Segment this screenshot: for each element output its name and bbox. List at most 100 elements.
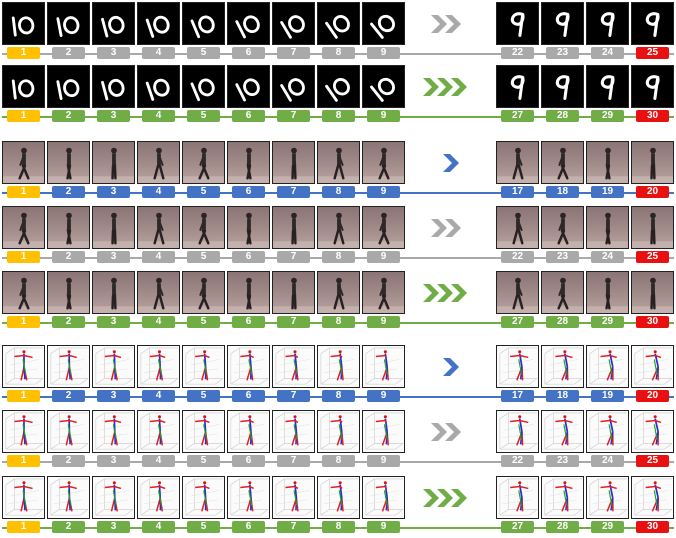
- input-frame-index-badge: 6: [232, 455, 265, 467]
- output-frame-index-badge: 28: [546, 110, 579, 122]
- input-frame-index-badge: 1: [7, 316, 40, 328]
- input-frame-index-badge: 9: [367, 251, 400, 263]
- input-frame: [227, 410, 270, 453]
- input-frame: [92, 476, 135, 519]
- input-frame-index-badge: 8: [322, 251, 355, 263]
- input-frame-index-badge: 5: [187, 521, 220, 533]
- input-frame-index-badge: 1: [7, 521, 40, 533]
- input-frame-index-badge: 7: [277, 390, 310, 402]
- input-frame: [272, 2, 315, 45]
- input-frame-index-badge: 4: [142, 316, 175, 328]
- input-frame: [47, 410, 90, 453]
- input-frame: [47, 2, 90, 45]
- input-frame-index-badge: 4: [142, 251, 175, 263]
- input-frame: [2, 2, 45, 45]
- triple-chevron-icon: [423, 476, 469, 520]
- input-frame: [317, 141, 360, 184]
- input-frame-index-badge: 4: [142, 390, 175, 402]
- predicted-frame: [496, 410, 539, 453]
- input-frame-index-badge: 1: [7, 390, 40, 402]
- predicted-frame: [586, 141, 629, 184]
- output-frame-index-badge: 28: [546, 316, 579, 328]
- input-frame: [137, 271, 180, 314]
- predicted-frame: [631, 141, 674, 184]
- input-frame-index-badge: 3: [97, 521, 130, 533]
- input-frame-index-badge: 8: [322, 455, 355, 467]
- input-frame: [182, 410, 225, 453]
- output-frame-index-badge: 18: [546, 390, 579, 402]
- input-frame: [272, 410, 315, 453]
- input-frame-index-badge: 4: [142, 47, 175, 59]
- input-frame: [47, 65, 90, 108]
- predicted-frame: [631, 65, 674, 108]
- output-frame-index-badge: 20: [636, 390, 669, 402]
- predicted-frame: [631, 271, 674, 314]
- input-frame-index-badge: 8: [322, 47, 355, 59]
- input-frame-index-badge: 2: [52, 455, 85, 467]
- input-frame: [92, 410, 135, 453]
- input-frame-index-badge: 5: [187, 316, 220, 328]
- input-frame-index-badge: 2: [52, 521, 85, 533]
- output-frame-index-badge: 22: [501, 47, 534, 59]
- input-frame-index-badge: 1: [7, 47, 40, 59]
- input-frame-index-badge: 7: [277, 251, 310, 263]
- input-frame-index-badge: 5: [187, 455, 220, 467]
- input-frame: [317, 206, 360, 249]
- output-frame-index-badge: 27: [501, 110, 534, 122]
- input-frame: [137, 2, 180, 45]
- predicted-frame: [541, 271, 584, 314]
- output-frame-index-badge: 27: [501, 316, 534, 328]
- input-frame: [182, 271, 225, 314]
- input-frame: [47, 206, 90, 249]
- output-frame-index-badge: 29: [591, 316, 624, 328]
- output-frame-index-badge: 18: [546, 186, 579, 198]
- predicted-frame: [496, 65, 539, 108]
- output-frame-index-badge: 25: [636, 455, 669, 467]
- input-frame: [272, 141, 315, 184]
- output-frame-index-badge: 25: [636, 47, 669, 59]
- input-frame-index-badge: 8: [322, 390, 355, 402]
- input-frame: [92, 2, 135, 45]
- input-frame-index-badge: 6: [232, 47, 265, 59]
- output-frame-index-badge: 17: [501, 390, 534, 402]
- input-frame: [227, 271, 270, 314]
- input-frame: [272, 271, 315, 314]
- input-frame-index-badge: 4: [142, 521, 175, 533]
- predicted-frame: [541, 2, 584, 45]
- input-frame-index-badge: 9: [367, 110, 400, 122]
- input-frame-index-badge: 5: [187, 110, 220, 122]
- output-frame-index-badge: 22: [501, 251, 534, 263]
- input-frame-index-badge: 1: [7, 455, 40, 467]
- input-frame: [227, 345, 270, 388]
- output-frame-index-badge: 22: [501, 455, 534, 467]
- predicted-frame: [631, 476, 674, 519]
- input-frame: [2, 141, 45, 184]
- input-frame-index-badge: 8: [322, 316, 355, 328]
- input-frame: [317, 345, 360, 388]
- input-frame-index-badge: 4: [142, 455, 175, 467]
- output-frame-index-badge: 24: [591, 251, 624, 263]
- input-frame: [137, 410, 180, 453]
- output-frame-index-badge: 30: [636, 110, 669, 122]
- input-frame: [362, 271, 405, 314]
- input-frame-index-badge: 6: [232, 186, 265, 198]
- input-frame-index-badge: 2: [52, 186, 85, 198]
- double-chevron-icon: [431, 2, 463, 46]
- output-frame-index-badge: 30: [636, 316, 669, 328]
- input-frame: [182, 345, 225, 388]
- input-frame: [92, 271, 135, 314]
- input-frame-index-badge: 9: [367, 316, 400, 328]
- input-frame-index-badge: 6: [232, 110, 265, 122]
- input-frame-index-badge: 1: [7, 251, 40, 263]
- input-frame-index-badge: 5: [187, 186, 220, 198]
- output-frame-index-badge: 17: [501, 186, 534, 198]
- predicted-frame: [496, 476, 539, 519]
- input-frame: [272, 65, 315, 108]
- input-frame: [2, 65, 45, 108]
- output-frame-index-badge: 19: [591, 186, 624, 198]
- predicted-frame: [541, 206, 584, 249]
